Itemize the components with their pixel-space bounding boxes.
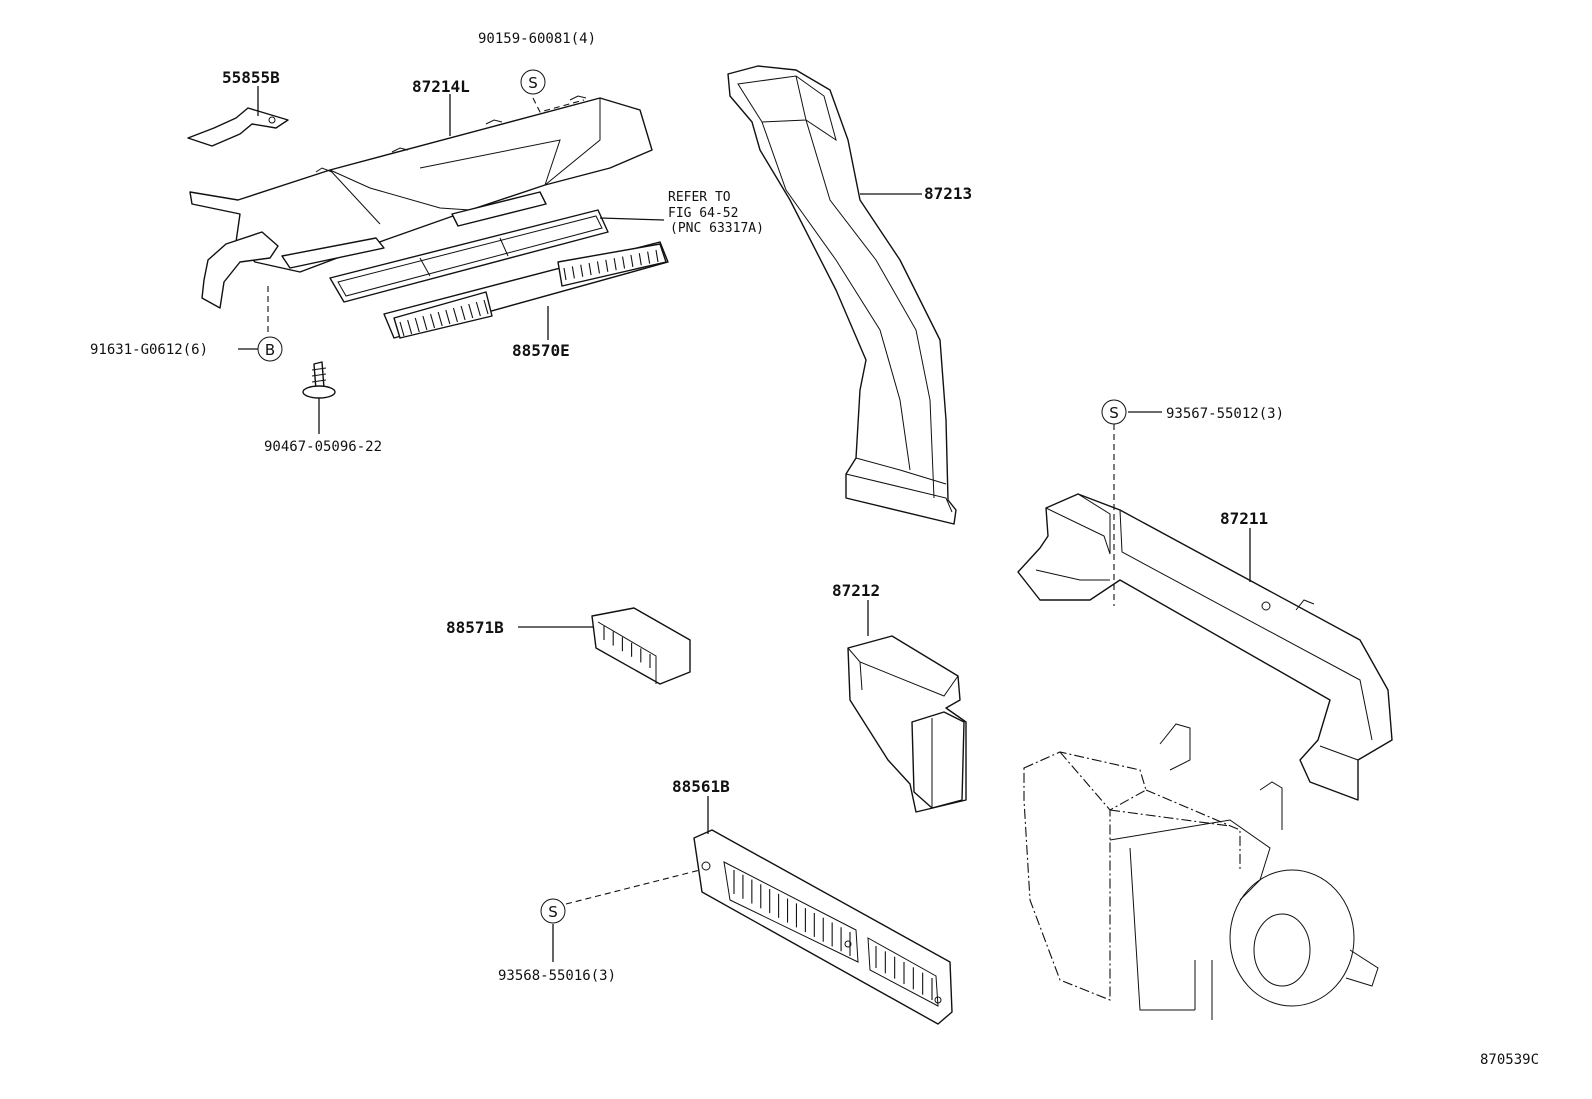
bracket-lower-left [201, 231, 279, 309]
clip-symbol-91631: B [257, 336, 283, 362]
leader-lines [238, 86, 1251, 962]
gasket-frame [329, 209, 609, 303]
louver-slat [430, 313, 436, 329]
label-refer-line2: FIG 64-52 [668, 206, 738, 221]
bracket-55855b [187, 107, 289, 147]
louver-slat [483, 299, 489, 315]
svg-text:S: S [548, 903, 558, 921]
louver-slat [422, 315, 428, 331]
label-87212: 87212 [832, 581, 880, 600]
label-91631: 91631-G0612(6) [90, 342, 208, 358]
screw-symbol-90159: S [520, 69, 546, 95]
screw-symbol-93567: S [1101, 399, 1127, 425]
screw-90467 [302, 361, 336, 399]
louver-slat [638, 253, 642, 266]
louver-slat [588, 263, 592, 276]
louver-slat [414, 317, 420, 333]
louver-slat [399, 321, 405, 337]
louver-slat [468, 303, 474, 319]
louver-slat [647, 251, 651, 264]
louver-slat [460, 305, 466, 321]
label-88570e: 88570E [512, 341, 570, 360]
label-refer-line1: REFER TO [668, 190, 731, 205]
label-87214l: 87214L [412, 77, 470, 96]
louver-slat [437, 311, 443, 327]
label-88561b: 88561B [672, 777, 730, 796]
louver-slat [452, 307, 458, 323]
louver-slat [475, 301, 481, 317]
louver-slat [655, 249, 659, 263]
duct-87211 [1017, 493, 1393, 801]
label-88571b: 88571B [446, 618, 504, 637]
svg-text:B: B [265, 341, 275, 359]
register-88571b [591, 607, 691, 685]
label-55855b: 55855B [222, 68, 280, 87]
duct-87214l [189, 95, 653, 273]
louver-slat [613, 258, 617, 271]
louver-slat [571, 266, 575, 279]
label-87211: 87211 [1220, 509, 1268, 528]
duct-87213 [727, 65, 957, 525]
louver-slat [605, 259, 609, 272]
label-refer-line3: (PNC 63317A) [670, 221, 764, 236]
label-87213: 87213 [924, 184, 972, 203]
label-93567: 93567-55012(3) [1166, 406, 1284, 422]
louver-slat [580, 264, 584, 277]
svg-text:S: S [1109, 404, 1119, 422]
louver-slat [622, 256, 626, 269]
louver-slat [596, 261, 600, 274]
louver-slat [445, 309, 451, 325]
heater-unit [1023, 723, 1379, 1020]
svg-text:S: S [528, 74, 538, 92]
register-88570e [383, 241, 669, 339]
label-93568: 93568-55016(3) [498, 968, 616, 984]
louver-slat [630, 254, 634, 267]
louver-slat [407, 319, 413, 335]
label-90467: 90467-05096-22 [264, 439, 382, 455]
label-90159: 90159-60081(4) [478, 31, 596, 47]
duct-87212 [847, 635, 967, 813]
screw-symbol-93568: S [540, 898, 566, 924]
register-88561b [693, 829, 953, 1025]
louver-slat [563, 267, 567, 281]
figure-id: 870539C [1480, 1052, 1539, 1068]
